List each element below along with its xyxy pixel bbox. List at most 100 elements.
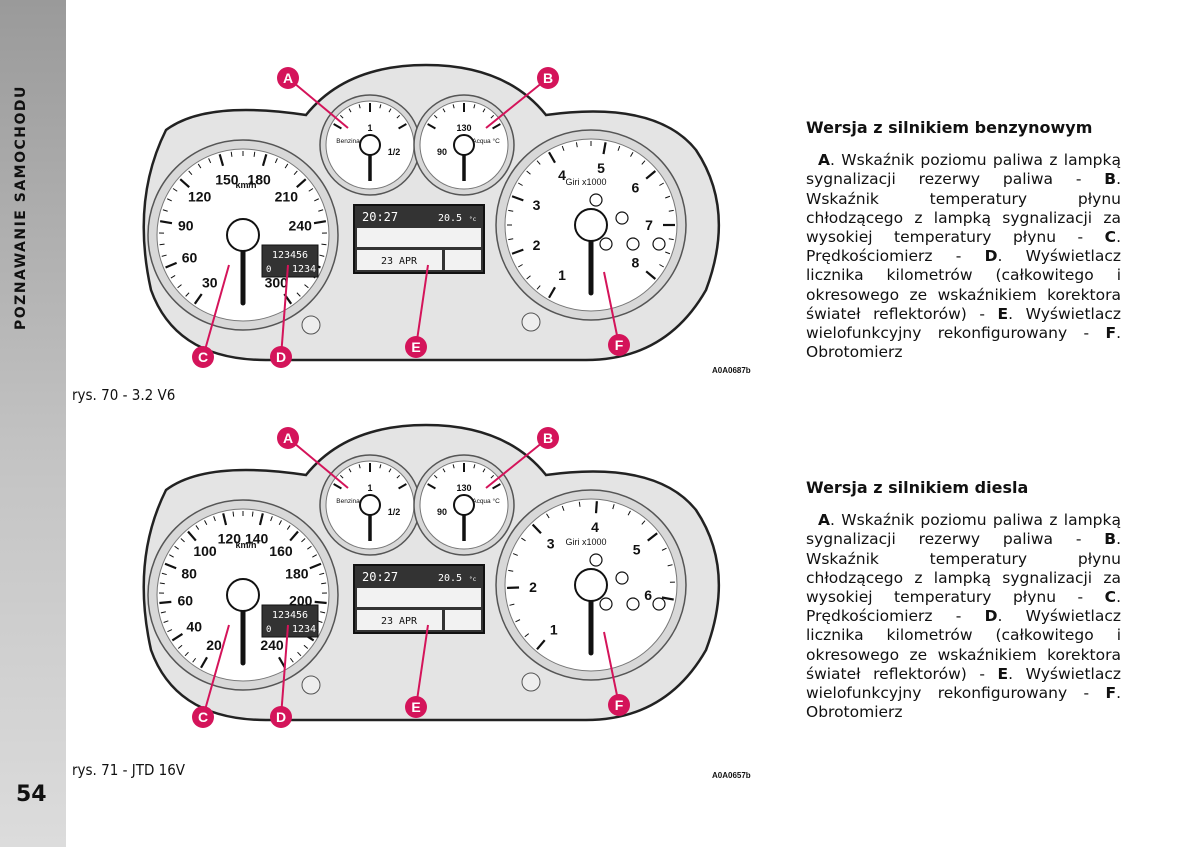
- gauge-tick: [170, 275, 176, 279]
- gauge-tick-label: 100: [193, 543, 217, 559]
- callout-b: [537, 427, 559, 449]
- gauge-tick: [536, 160, 541, 165]
- gauge-tick: [167, 629, 173, 633]
- gauge-tick: [197, 163, 202, 169]
- gauge-tick: [161, 254, 167, 257]
- warning-abs-icon: [599, 237, 613, 251]
- gauge-tick: [575, 142, 578, 148]
- gauge-tick: [617, 145, 621, 151]
- callout-leader: [202, 624, 230, 718]
- gauge-tick: [333, 123, 342, 130]
- warning-brake-icon: [626, 597, 640, 611]
- gauge-tick: [339, 114, 344, 119]
- gauge-tick: [452, 104, 455, 109]
- display-temp: 20.5: [438, 213, 462, 224]
- gauge-tick: [314, 198, 319, 202]
- gauge-tick: [180, 538, 185, 543]
- display-time: 20:27: [362, 570, 398, 584]
- gauge-tick: [482, 468, 486, 473]
- gauge-tick: [172, 188, 178, 192]
- figure-caption: rys. 71 - JTD 16V: [72, 761, 186, 779]
- gauge-tick: [208, 158, 212, 164]
- gauge-tick: [296, 292, 301, 297]
- display-middle-row: [357, 228, 481, 247]
- gauge-tick-label: 60: [177, 593, 193, 609]
- callout-e: [405, 336, 427, 358]
- callout-leader: [287, 77, 349, 129]
- gauge-tick: [508, 209, 514, 212]
- gauge-tick: [304, 284, 309, 289]
- gauge-tick: [159, 243, 165, 246]
- section-diesel: Wersja z silnikiem diesla A. Wskaźnik po…: [806, 478, 1121, 722]
- callout-leader: [485, 77, 549, 129]
- callout-leader: [603, 631, 620, 706]
- gauge-tick-label: 1: [367, 123, 372, 133]
- gauge-tick: [612, 504, 615, 510]
- gauge-tick: [661, 547, 667, 551]
- gauge-tick: [521, 537, 526, 542]
- gauge-tick: [594, 501, 598, 514]
- gauge-tick: [433, 114, 438, 119]
- gauge-tick-label: 7: [645, 217, 653, 233]
- gauge-tick-label: 130: [456, 483, 471, 493]
- gauge-tick: [164, 562, 177, 570]
- temp-gauge-hub: [453, 134, 475, 156]
- gauge-tick: [668, 238, 674, 241]
- gauge-tick: [641, 520, 646, 525]
- housing-bolt: [301, 315, 321, 335]
- gauge-tick: [165, 261, 178, 269]
- display-bottom-right: [445, 250, 481, 270]
- callout-e: [405, 696, 427, 718]
- gauge-tick: [659, 264, 664, 268]
- housing-bolt: [521, 672, 541, 692]
- callout-leader: [485, 437, 549, 489]
- section-title: POZNAWANIE SAMOCHODU: [13, 85, 29, 330]
- callout-letter: D: [276, 709, 286, 725]
- callout-f: [608, 334, 630, 356]
- gauge-tick: [511, 195, 524, 202]
- callout-letter: E: [411, 339, 420, 355]
- gauge-tick: [508, 238, 514, 241]
- gauge-tick-label: 210: [275, 188, 299, 204]
- gauge-tick: [473, 464, 476, 469]
- gauge-tick: [222, 513, 228, 526]
- gauge-tick-label: 1: [367, 483, 372, 493]
- gauge-tick: [195, 525, 200, 530]
- gauge-tick: [261, 153, 268, 167]
- gauge-tick: [518, 264, 523, 268]
- gauge-tick: [427, 123, 436, 130]
- gauge-tick-label: 150: [215, 171, 239, 187]
- gauge-tick: [296, 178, 307, 188]
- gauge-tick: [213, 516, 216, 522]
- gauge-tick: [531, 523, 542, 534]
- warning-seatbelt-icon: [589, 193, 603, 207]
- display-time: 20:27: [362, 210, 398, 224]
- gauge-tick-label: 2: [533, 237, 541, 253]
- gauge-tick: [159, 600, 172, 605]
- gauge-tick: [230, 151, 233, 157]
- gauge-tick: [398, 123, 407, 130]
- fuel-gauge-label: Benzina: [336, 138, 360, 145]
- gauge-tick: [490, 114, 495, 119]
- tachometer-hub: [574, 208, 608, 242]
- gauge-tick-label: 130: [456, 123, 471, 133]
- gauge-tick: [348, 108, 352, 113]
- gauge-tick-label: 140: [245, 531, 269, 547]
- gauge-tick: [308, 188, 314, 192]
- gauge-tick: [665, 251, 671, 255]
- callout-d: [270, 346, 292, 368]
- gauge-tick: [192, 657, 197, 663]
- gauge-tick: [167, 198, 172, 202]
- instrument-cluster-figure-diesel: 20406080100120140160180200220240km/h1234…: [66, 420, 766, 740]
- display-date: 23 APR: [381, 616, 418, 627]
- gauge-tick: [314, 600, 327, 605]
- gauge-tick: [278, 520, 282, 526]
- gauge-tick-label: 90: [437, 147, 447, 157]
- gauge-tick: [200, 656, 208, 669]
- warning-brake-icon: [626, 237, 640, 251]
- gauge-tick: [193, 293, 203, 305]
- gauge-tick-label: 20: [206, 637, 222, 653]
- warning-oil-icon: [652, 597, 666, 611]
- section-paragraph: A. Wskaźnik poziomu paliwa z lampką sygn…: [806, 151, 1122, 362]
- gauge-tick: [309, 562, 322, 570]
